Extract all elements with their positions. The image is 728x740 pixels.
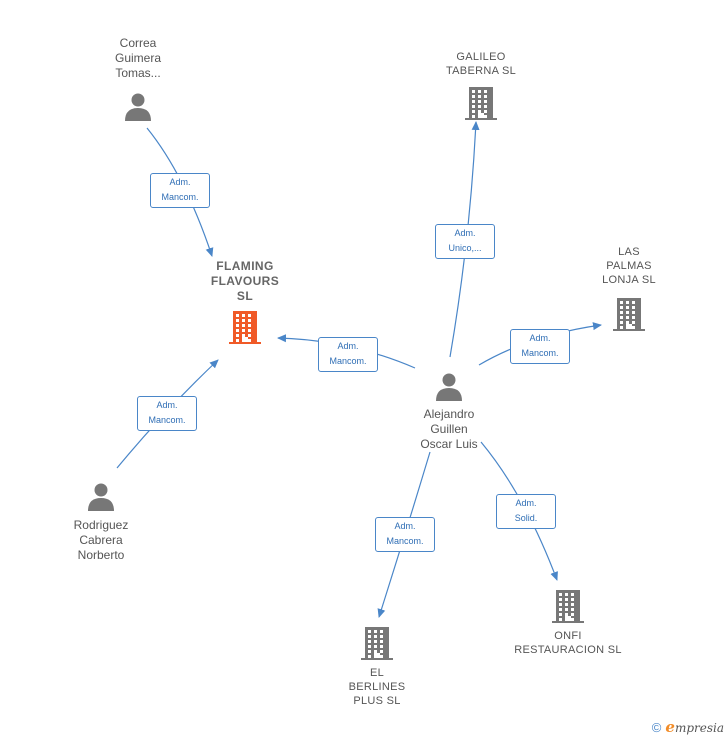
edge-label[interactable]: Adm. Solid. xyxy=(496,494,556,529)
building-icon xyxy=(229,310,261,348)
node-label: Correa Guimera Tomas... xyxy=(114,36,161,80)
node-label: ONFI RESTAURACION SL xyxy=(514,630,622,656)
brand-logo-initial: e xyxy=(665,718,675,736)
person-icon xyxy=(434,372,464,406)
node-label: LAS PALMAS LONJA SL xyxy=(602,246,656,286)
edge-label[interactable]: Adm. Mancom. xyxy=(137,396,197,431)
building-icon xyxy=(552,589,584,627)
building-icon xyxy=(361,626,393,664)
building-icon xyxy=(613,297,645,335)
edge-label[interactable]: Adm. Mancom. xyxy=(510,329,570,364)
node-label: GALILEO TABERNA SL xyxy=(445,51,517,77)
edge-label[interactable]: Adm. Mancom. xyxy=(150,173,210,208)
person-icon xyxy=(86,482,116,516)
person-icon xyxy=(123,92,153,126)
node-label: EL BERLINES PLUS SL xyxy=(348,667,406,707)
node-label: Rodriguez Cabrera Norberto xyxy=(73,518,129,562)
brand-footer[interactable]: ©empresia xyxy=(652,718,724,736)
edge-label[interactable]: Adm. Unico,... xyxy=(435,224,495,259)
node-label: Alejandro Guillen Oscar Luis xyxy=(420,407,478,451)
edge-label[interactable]: Adm. Mancom. xyxy=(318,337,378,372)
edge-label[interactable]: Adm. Mancom. xyxy=(375,517,435,552)
copyright-icon: © xyxy=(651,720,662,735)
node-label: FLAMING FLAVOURS SL xyxy=(210,259,280,303)
building-icon xyxy=(465,86,497,124)
brand-logo-text: mpresia xyxy=(674,721,724,735)
